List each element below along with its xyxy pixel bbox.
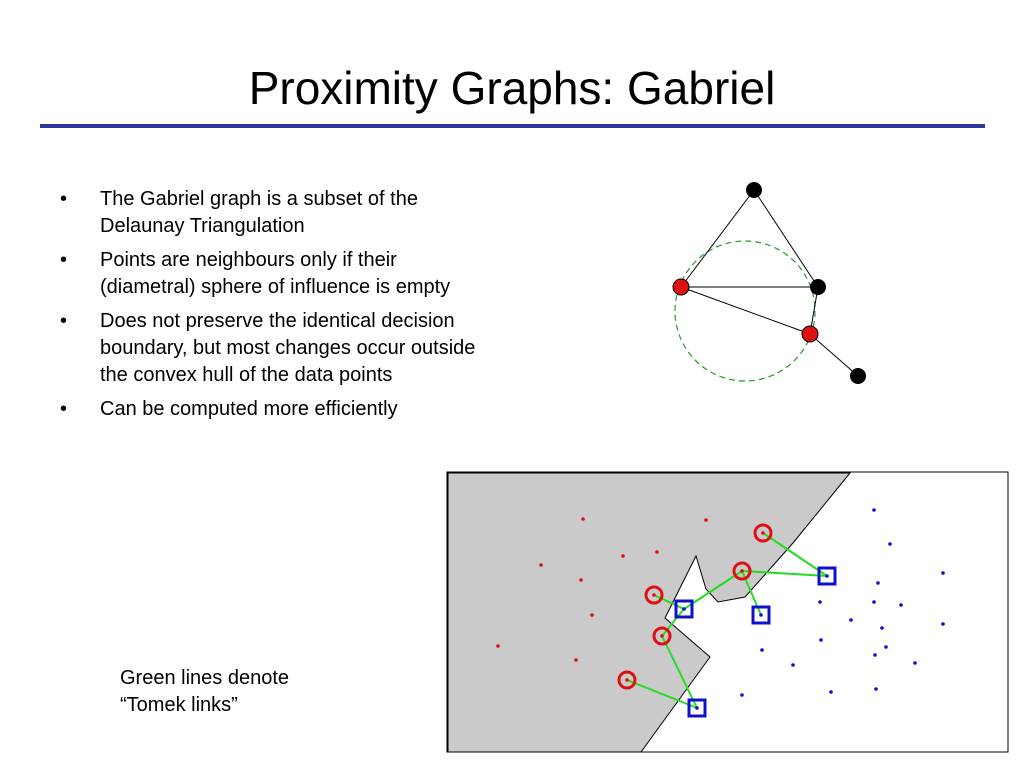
red-linked-marker <box>617 670 637 690</box>
tomek-link <box>661 635 698 709</box>
graph-edge <box>680 286 811 335</box>
blue-point <box>682 607 686 611</box>
red-point <box>539 563 543 567</box>
blue-point <box>791 663 795 667</box>
bullet-dot: • <box>60 249 68 271</box>
caption-line: “Tomek links” <box>120 694 238 716</box>
graph-node-black <box>850 368 866 384</box>
red-point <box>590 613 594 617</box>
tomek-link <box>653 594 685 610</box>
blue-point <box>759 613 763 617</box>
graph-edge <box>680 189 755 288</box>
caption-line: Green lines denote <box>120 667 290 689</box>
blue-point <box>941 571 945 575</box>
red-points <box>496 517 708 662</box>
red-point <box>574 658 578 662</box>
graph-node-red <box>672 278 690 296</box>
tomek-link <box>683 570 743 610</box>
graph-node-black <box>746 182 762 198</box>
tomek-plot <box>446 471 1009 753</box>
blue-point <box>819 638 823 642</box>
red-point <box>621 554 625 558</box>
plot-frame <box>446 471 1009 753</box>
bullet-text: Can be computed more efficiently <box>100 398 398 420</box>
bullet-dot: • <box>60 188 68 210</box>
red-point <box>581 517 585 521</box>
graph-node-black <box>810 279 826 295</box>
blue-point <box>849 618 853 622</box>
tomek-link <box>741 570 828 577</box>
graph-node-red <box>801 325 819 343</box>
bullet-item: • Points are neighbours only if their (d… <box>58 247 488 301</box>
blue-point <box>884 645 888 649</box>
blue-linked-marker <box>817 566 837 586</box>
red-point <box>496 644 500 648</box>
blue-point <box>695 706 699 710</box>
red-point <box>625 678 629 682</box>
blue-point <box>740 693 744 697</box>
blue-points <box>740 508 945 697</box>
graph-edge <box>753 189 819 288</box>
blue-point <box>899 603 903 607</box>
blue-point <box>872 508 876 512</box>
red-point <box>655 550 659 554</box>
bullet-list: • The Gabriel graph is a subset of the D… <box>58 186 488 430</box>
graph-edge <box>809 333 859 377</box>
blue-point <box>874 687 878 691</box>
bullet-item: • The Gabriel graph is a subset of the D… <box>58 186 488 240</box>
bullet-dot: • <box>60 310 68 332</box>
slide-title: Proximity Graphs: Gabriel <box>248 62 776 114</box>
red-point <box>579 578 583 582</box>
red-linked-points <box>617 523 773 690</box>
blue-point <box>829 690 833 694</box>
red-point <box>704 518 708 522</box>
red-point <box>660 634 664 638</box>
blue-linked-marker <box>751 605 771 625</box>
red-point <box>761 531 765 535</box>
bullet-item: • Does not preserve the identical decisi… <box>58 308 488 389</box>
blue-point <box>873 653 877 657</box>
diametral-circle <box>674 240 816 382</box>
red-linked-marker <box>732 561 752 581</box>
tomek-link <box>661 608 685 637</box>
blue-linked-marker <box>687 698 707 718</box>
blue-point <box>941 622 945 626</box>
gabriel-diagram <box>672 182 866 384</box>
blue-linked-points <box>674 566 837 718</box>
bullet-text: Does not preserve the identical decision… <box>100 310 476 386</box>
blue-point <box>880 626 884 630</box>
red-point <box>740 569 744 573</box>
tomek-link <box>762 532 828 577</box>
blue-point <box>760 648 764 652</box>
blue-point <box>872 600 876 604</box>
blue-point <box>913 661 917 665</box>
title-underline <box>40 124 985 128</box>
red-point <box>652 593 656 597</box>
blue-point <box>888 542 892 546</box>
blue-point <box>876 581 880 585</box>
blue-point <box>825 574 829 578</box>
red-linked-marker <box>753 523 773 543</box>
bullet-text: Points are neighbours only if their (dia… <box>100 249 451 298</box>
bullet-dot: • <box>60 398 68 420</box>
bullet-text: The Gabriel graph is a subset of the Del… <box>100 188 418 237</box>
red-linked-marker <box>644 585 664 605</box>
tomek-link <box>626 679 698 709</box>
bullet-item: • Can be computed more efficiently <box>58 396 488 423</box>
caption: Green lines denote “Tomek links” <box>120 665 360 719</box>
blue-linked-marker <box>674 599 694 619</box>
red-linked-marker <box>652 626 672 646</box>
blue-point <box>818 600 822 604</box>
